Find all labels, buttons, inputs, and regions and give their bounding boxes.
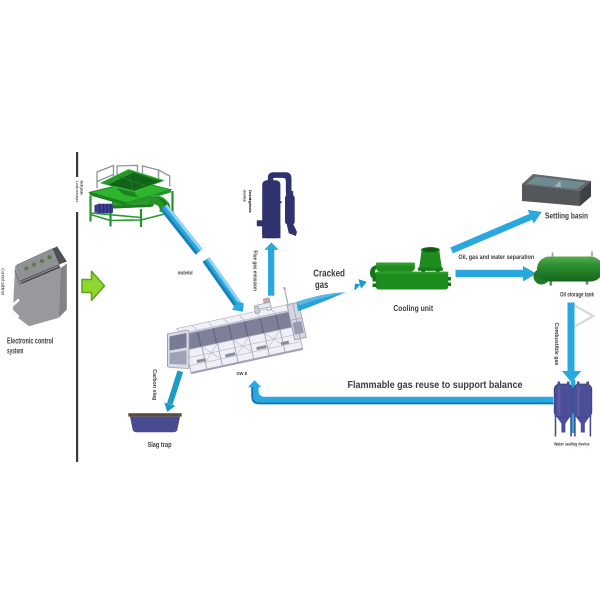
svg-text:Oil storage tank: Oil storage tank — [560, 292, 594, 299]
svg-text:system: system — [7, 346, 24, 356]
svg-text:gas: gas — [315, 279, 328, 291]
svg-text:Cooling unit: Cooling unit — [393, 303, 433, 313]
svg-text:Control cabinet: Control cabinet — [1, 268, 6, 296]
svg-text:Slag trap: Slag trap — [148, 440, 172, 449]
svg-text:Oil, gas and water separation: Oil, gas and water separation — [458, 254, 534, 261]
svg-text:1.Auto conveyor: 1.Auto conveyor — [75, 181, 80, 204]
svg-text:feeding device: feeding device — [79, 181, 84, 197]
svg-text:Flammable gas reuse to support: Flammable gas reuse to support balance — [348, 379, 523, 391]
svg-text:Flue gas emission: Flue gas emission — [252, 251, 258, 292]
svg-text:DW 8: DW 8 — [237, 371, 248, 376]
svg-text:Dedusting deodor.: Dedusting deodor. — [248, 190, 253, 213]
svg-text:Settling basin: Settling basin — [545, 211, 588, 221]
svg-text:material: material — [178, 271, 193, 277]
svg-text:Combustible gas: Combustible gas — [553, 323, 559, 366]
svg-text:Water sealing device: Water sealing device — [554, 441, 590, 447]
svg-text:Cracked: Cracked — [313, 267, 345, 279]
svg-text:device: device — [243, 190, 248, 203]
svg-text:Carbon slag: Carbon slag — [151, 369, 157, 400]
svg-text:Electronic control: Electronic control — [7, 335, 53, 345]
